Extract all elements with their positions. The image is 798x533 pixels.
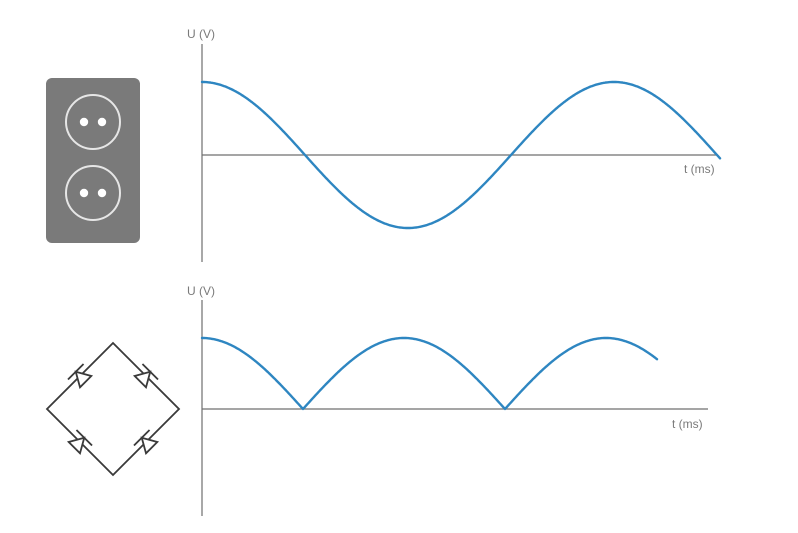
bottom-plot: U (V) t (ms) xyxy=(187,284,708,516)
bridge-rectifier-icon xyxy=(45,341,181,477)
top-x-label: t (ms) xyxy=(684,162,715,176)
top-plot: U (V) t (ms) xyxy=(187,27,722,262)
bottom-x-label: t (ms) xyxy=(672,417,703,431)
diode-upper-right xyxy=(132,363,159,390)
socket-plate xyxy=(46,78,140,243)
bottom-y-label: U (V) xyxy=(187,284,215,298)
bridge-wiring xyxy=(45,341,181,477)
socket-outlet-top xyxy=(65,94,121,150)
socket-outlet-bottom xyxy=(65,165,121,221)
sine-wave xyxy=(200,80,722,230)
diode-lower-right xyxy=(133,429,160,456)
diode-upper-left xyxy=(67,363,94,390)
diode-lower-left xyxy=(66,429,93,456)
rectified-wave xyxy=(200,336,659,411)
top-y-label: U (V) xyxy=(187,27,215,41)
socket-icon xyxy=(46,78,140,243)
